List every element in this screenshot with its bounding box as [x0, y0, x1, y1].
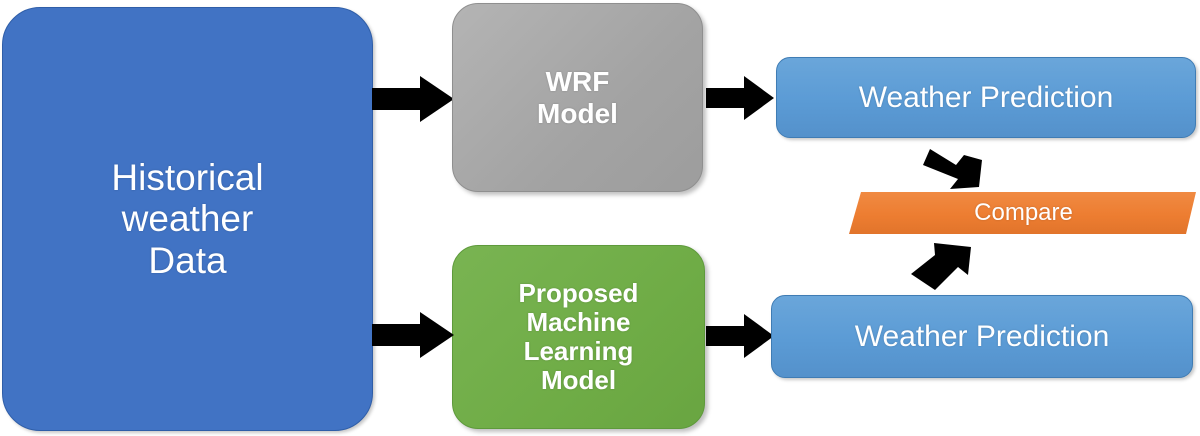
node-weather-prediction-top[interactable]: Weather Prediction — [776, 57, 1196, 138]
arrow-prediction-bottom-to-compare-icon — [905, 241, 981, 295]
node-weather-prediction-top-label: Weather Prediction — [858, 80, 1114, 114]
arrow-ml-to-prediction-bottom-icon — [706, 314, 774, 358]
arrow-prediction-top-to-compare-icon — [920, 143, 990, 193]
arrow-historical-to-wrf-icon — [372, 76, 454, 122]
arrow-wrf-to-prediction-top-icon — [706, 76, 774, 120]
arrow-historical-to-ml-icon — [372, 312, 454, 358]
node-compare[interactable]: Compare — [849, 192, 1196, 234]
node-weather-prediction-bottom-label: Weather Prediction — [854, 319, 1110, 353]
node-compare-label: Compare — [974, 198, 1073, 226]
node-weather-prediction-bottom[interactable]: Weather Prediction — [771, 295, 1193, 378]
